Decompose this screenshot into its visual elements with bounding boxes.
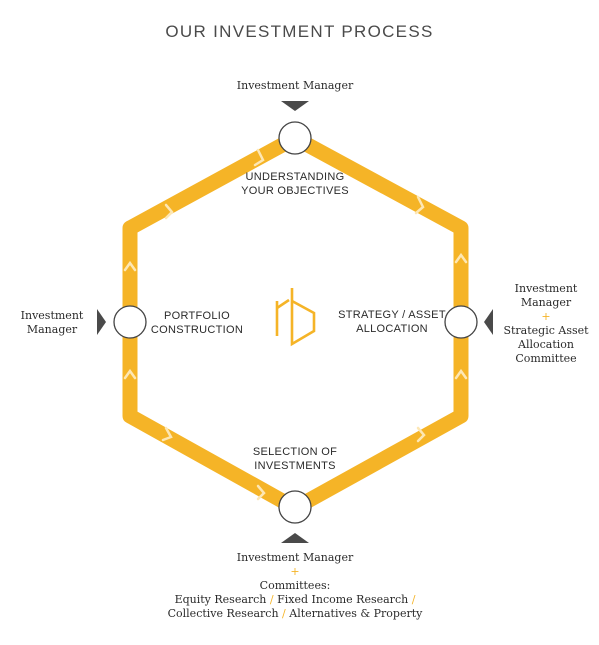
marker-bottom (281, 533, 309, 543)
bottom-step-line2: INVESTMENTS (254, 460, 336, 472)
right-step-line1: STRATEGY / ASSET (338, 309, 446, 321)
top-actor-label: Investment Manager (236, 79, 354, 92)
chevron-mark (454, 252, 468, 264)
rb-monogram-icon (275, 288, 316, 347)
marker-right (484, 309, 493, 335)
top-step-label: UNDERSTANDING YOUR OBJECTIVES (215, 170, 375, 198)
node-left (113, 305, 147, 339)
chevron-mark (123, 260, 137, 272)
marker-left (97, 309, 106, 335)
left-actor-line2: Manager (26, 323, 78, 336)
bottom-actor-line2: Committees: (259, 579, 331, 592)
chevron-mark (256, 484, 266, 501)
right-step-line2: ALLOCATION (356, 323, 428, 335)
research-item: Collective Research (167, 607, 279, 620)
plus-symbol: + (541, 310, 551, 323)
right-actor-line5: Committee (515, 352, 577, 365)
top-step-line1: UNDERSTANDING (245, 171, 345, 183)
chevron-mark (164, 203, 174, 220)
left-actor-label: Investment Manager (8, 309, 96, 337)
bottom-step-line1: SELECTION OF (252, 446, 338, 458)
chevron-mark (123, 368, 137, 380)
research-line-2: Collective Research / Alternatives & Pro… (110, 607, 480, 621)
path-chevrons (123, 148, 468, 501)
top-step-line2: YOUR OBJECTIVES (241, 185, 349, 197)
right-actor-line1: Investment (514, 282, 578, 295)
research-item: Fixed Income Research (277, 593, 409, 606)
plus-symbol: + (290, 565, 300, 578)
left-step-line1: PORTFOLIO (163, 310, 231, 322)
slash-separator: / (269, 593, 274, 606)
right-actor-line2: Manager (520, 296, 572, 309)
chevron-mark (253, 148, 265, 167)
chevron-mark (414, 195, 425, 215)
page-title: OUR INVESTMENT PROCESS (165, 22, 434, 41)
left-step-line2: CONSTRUCTION (150, 324, 244, 336)
right-actor-line4: Allocation (518, 338, 574, 351)
left-actor-line1: Investment (20, 309, 84, 322)
research-item: Alternatives & Property (289, 607, 423, 620)
marker-top (281, 101, 309, 111)
chevron-mark (454, 368, 468, 380)
node-bottom (278, 490, 312, 524)
right-actor-label: Investment Manager + Strategic Asset All… (496, 282, 596, 366)
bottom-step-label: SELECTION OF INVESTMENTS (215, 445, 375, 473)
node-right (444, 305, 478, 339)
research-item: Equity Research (174, 593, 267, 606)
right-step-label: STRATEGY / ASSET ALLOCATION (332, 308, 452, 336)
chevron-mark (161, 426, 173, 442)
slash-separator: / (282, 607, 286, 620)
research-line-1: Equity Research / Fixed Income Research … (110, 593, 480, 607)
left-step-label: PORTFOLIO CONSTRUCTION (142, 309, 252, 337)
bottom-actor-label: Investment Manager + Committees: Equity … (110, 551, 480, 621)
bottom-actor-line1: Investment Manager (236, 551, 354, 564)
right-actor-line3: Strategic Asset (503, 324, 589, 337)
node-top (278, 121, 312, 155)
slash-separator: / (411, 593, 416, 606)
chevron-mark (416, 426, 426, 443)
